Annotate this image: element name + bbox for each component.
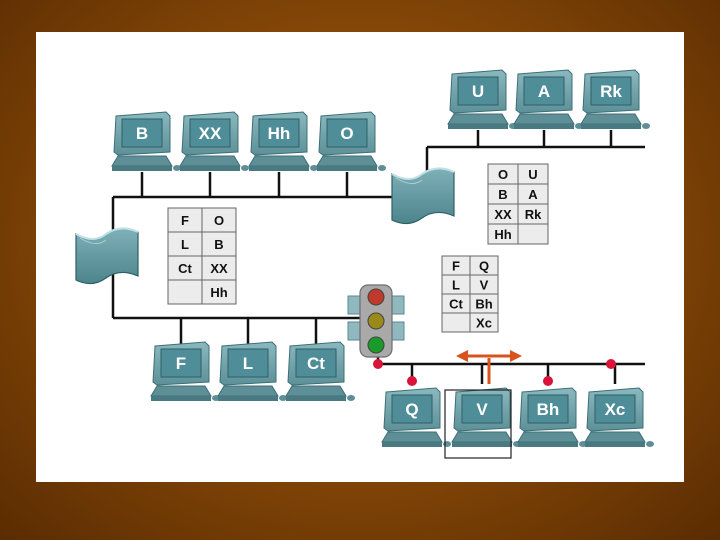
table-cell: O [214,213,224,228]
computer-label: Hh [268,124,291,143]
computer-label: Xc [605,400,626,419]
computer-label: O [340,124,353,143]
table-cell: Hh [494,227,511,242]
table-cell: Hh [210,285,227,300]
lookup-table-left: F O L B Ct XX Hh [167,207,237,305]
table-cell: Ct [449,297,463,312]
computer-label: F [176,354,186,373]
table-cell: F [181,213,189,228]
table-cell: B [214,237,223,252]
table-cell: Bh [475,297,492,312]
computer-label: Q [405,400,418,419]
computer-label: A [538,82,550,101]
table-cell: L [452,278,460,293]
computer-xc[interactable]: Xc [584,387,654,447]
table-cell: A [528,187,538,202]
computer-label: L [243,354,253,373]
computer-label: Ct [307,354,325,373]
computer-ct[interactable]: Ct [285,341,355,401]
table-cell: L [181,237,189,252]
double-arrow-icon [456,350,522,384]
port-dot [606,359,616,369]
table-cell: U [528,167,537,182]
computer-label: U [472,82,484,101]
bridge-icon-right[interactable] [391,167,455,225]
table-cell: B [498,187,507,202]
computer-bh[interactable]: Bh [517,387,587,447]
computer-label: Bh [537,400,560,419]
table-cell: Ct [178,261,192,276]
traffic-light-icon[interactable] [347,284,405,358]
selection-box [444,389,512,459]
port-dot [407,376,417,386]
table-cell: F [452,259,460,274]
port-dot [543,376,553,386]
computer-hh[interactable]: Hh [248,111,318,171]
computer-rk[interactable]: Rk [580,69,650,129]
computer-xx[interactable]: XX [179,111,249,171]
port-dots [373,359,616,386]
computer-label: Rk [600,82,622,101]
computer-l[interactable]: L [217,341,287,401]
computer-u[interactable]: U [447,69,517,129]
computer-label: B [136,124,148,143]
devices [75,167,616,386]
computer-f[interactable]: F [150,341,220,401]
table-cell: Rk [525,207,542,222]
table-cell: O [498,167,508,182]
computer-label: XX [199,124,222,143]
computer-label: V [476,400,488,419]
table-cell: V [480,278,489,293]
computer-o[interactable]: O [316,111,386,171]
table-cell: Q [479,259,489,274]
table-cell: XX [494,207,512,222]
computer-a[interactable]: A [513,69,583,129]
table-cell: XX [210,261,228,276]
computer-v[interactable]: V [444,387,521,459]
computer-q[interactable]: Q [381,387,451,447]
bridge-icon-left[interactable] [75,227,139,285]
port-dot [373,359,383,369]
computer-b[interactable]: B [111,111,181,171]
table-cell: Xc [476,316,492,331]
